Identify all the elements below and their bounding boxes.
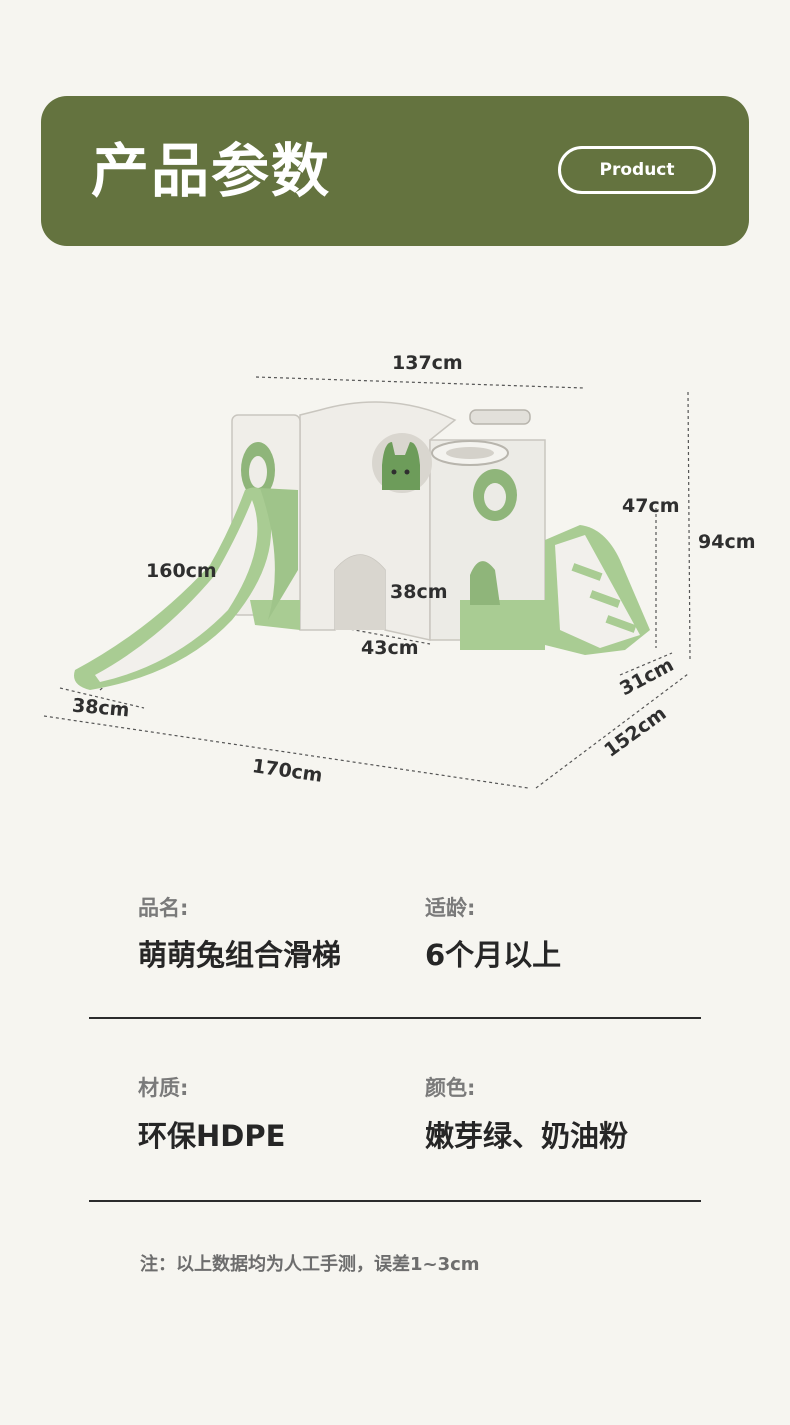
- product-dimension-diagram: 137cm 94cm 47cm 160cm 38cm 43cm 38cm 31c…: [0, 330, 790, 810]
- dimension-tunnel-height: 38cm: [390, 581, 448, 603]
- dimension-wall-height: 47cm: [622, 495, 680, 517]
- product-badge: Product: [558, 146, 716, 194]
- spec-value-age: 6个月以上: [425, 938, 562, 972]
- spec-label-name: 品名:: [138, 896, 189, 920]
- spec-label-material: 材质:: [138, 1076, 189, 1100]
- divider: [89, 1200, 701, 1202]
- measurement-note: 注：以上数据均为人工手测，误差1~3cm: [140, 1254, 480, 1275]
- spec-label-age: 适龄:: [425, 896, 476, 920]
- dimension-height-total: 94cm: [698, 531, 756, 553]
- dimension-slide-length: 160cm: [146, 560, 217, 582]
- dimension-tunnel-width: 43cm: [361, 637, 419, 659]
- slide-illustration: [43, 376, 691, 789]
- spec-value-color: 嫩芽绿、奶油粉: [425, 1119, 629, 1153]
- header-banner: 产品参数 Product: [41, 96, 749, 246]
- page-title: 产品参数: [91, 137, 332, 205]
- spec-label-color: 颜色:: [425, 1076, 476, 1100]
- spec-value-material: 环保HDPE: [138, 1119, 286, 1153]
- dimension-top-width: 137cm: [392, 352, 463, 374]
- divider: [89, 1017, 701, 1019]
- spec-value-name: 萌萌兔组合滑梯: [138, 938, 342, 972]
